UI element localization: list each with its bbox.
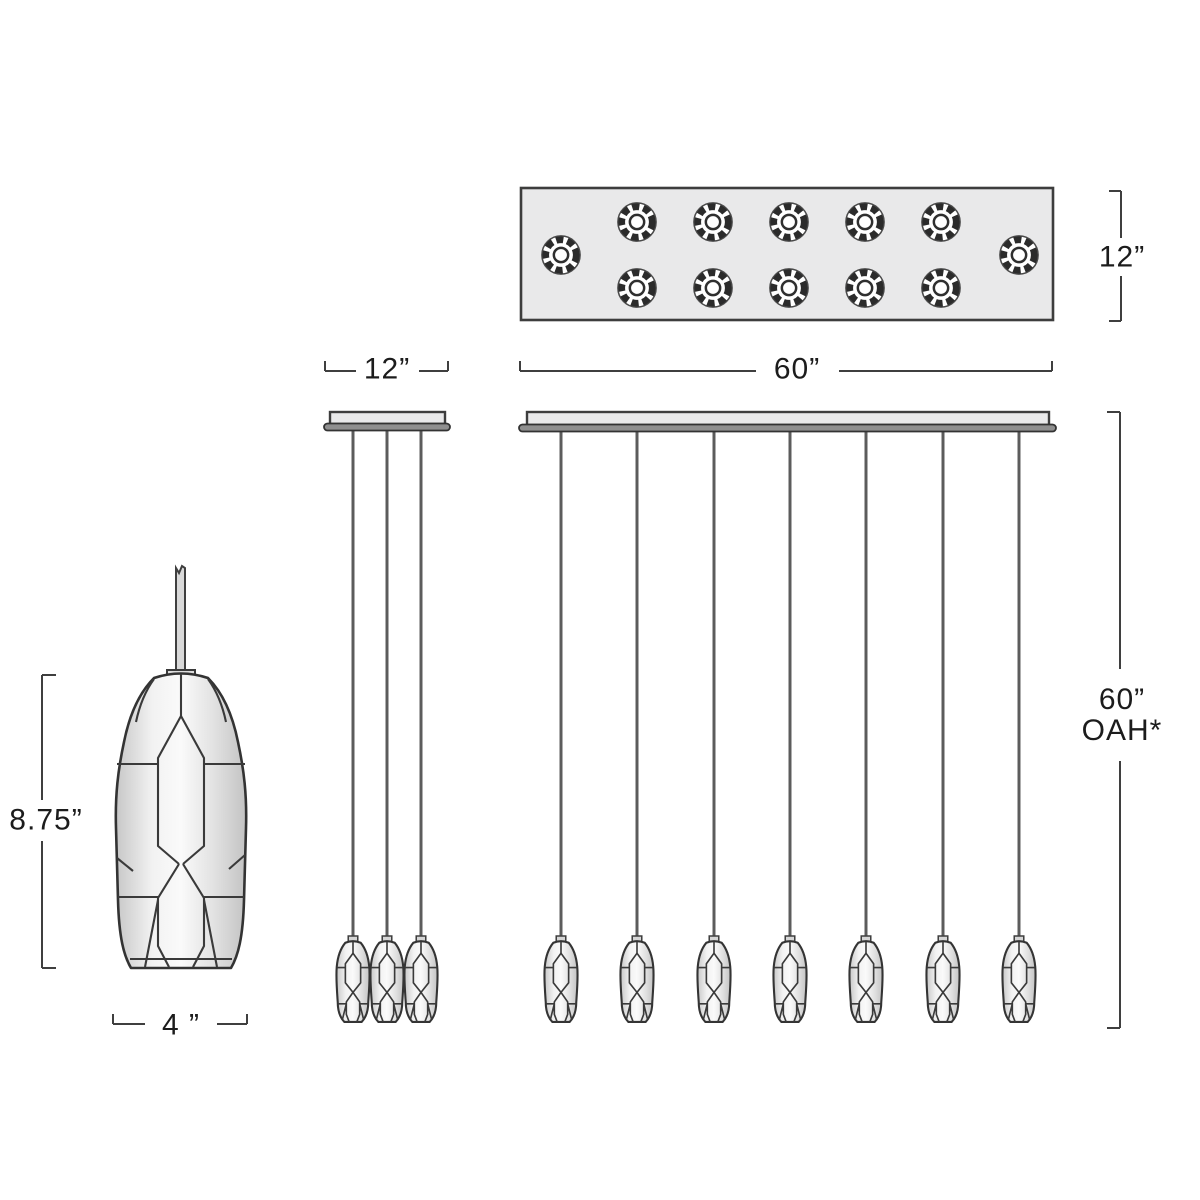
label-plan-depth: 12” bbox=[1094, 241, 1150, 273]
label-shade-width: 4 ” bbox=[157, 1009, 205, 1041]
rosette-icon bbox=[694, 203, 732, 241]
rosette-icon bbox=[542, 236, 580, 274]
pendant-shade bbox=[848, 934, 884, 1024]
pendant-shade bbox=[772, 934, 808, 1024]
rosette-icon bbox=[846, 203, 884, 241]
row-rods bbox=[559, 430, 1021, 938]
stem bbox=[175, 564, 186, 672]
label-row-width: 60” bbox=[769, 353, 825, 385]
dim-shade-width bbox=[112, 1014, 248, 1025]
pendant-shade bbox=[335, 934, 371, 1024]
cluster-rods bbox=[351, 430, 423, 938]
dim-overall-height bbox=[1107, 411, 1121, 1029]
dim-cluster-width bbox=[324, 361, 449, 372]
rosette-icon bbox=[770, 203, 808, 241]
label-oah-suffix: OAH* bbox=[1081, 714, 1163, 747]
row-elevation bbox=[518, 410, 1057, 1024]
rosette-icon bbox=[618, 269, 656, 307]
pendant-shade bbox=[696, 934, 732, 1024]
shade-facets bbox=[116, 674, 246, 968]
rosette-icon bbox=[770, 269, 808, 307]
cluster-elevation bbox=[323, 410, 451, 1024]
pendant-shade bbox=[369, 934, 405, 1024]
pendant-shade bbox=[925, 934, 961, 1024]
rosette-icon bbox=[922, 269, 960, 307]
label-shade-height: 8.75” bbox=[5, 804, 87, 836]
dim-plan-depth bbox=[1109, 190, 1122, 322]
plan-view bbox=[519, 186, 1055, 322]
rosette-icon bbox=[618, 203, 656, 241]
label-overall-height: 60” OAH* bbox=[1077, 683, 1167, 747]
rosette-icon bbox=[922, 203, 960, 241]
rosette-icon bbox=[1000, 236, 1038, 274]
pendant-shade bbox=[619, 934, 655, 1024]
pendant-shade bbox=[403, 934, 439, 1024]
rosette-icon bbox=[846, 269, 884, 307]
label-cluster-width: 12” bbox=[359, 353, 415, 385]
label-oah-value: 60” bbox=[1098, 683, 1146, 716]
pendant-shade bbox=[1001, 934, 1037, 1024]
pendant-shade bbox=[543, 934, 579, 1024]
shade-outline bbox=[114, 672, 248, 970]
rosette-icon bbox=[694, 269, 732, 307]
dim-shade-height bbox=[41, 674, 56, 969]
row-pendants bbox=[543, 934, 1037, 1024]
dim-row-width bbox=[519, 361, 1053, 372]
cluster-pendants bbox=[335, 934, 439, 1024]
shade-detail bbox=[114, 564, 248, 970]
